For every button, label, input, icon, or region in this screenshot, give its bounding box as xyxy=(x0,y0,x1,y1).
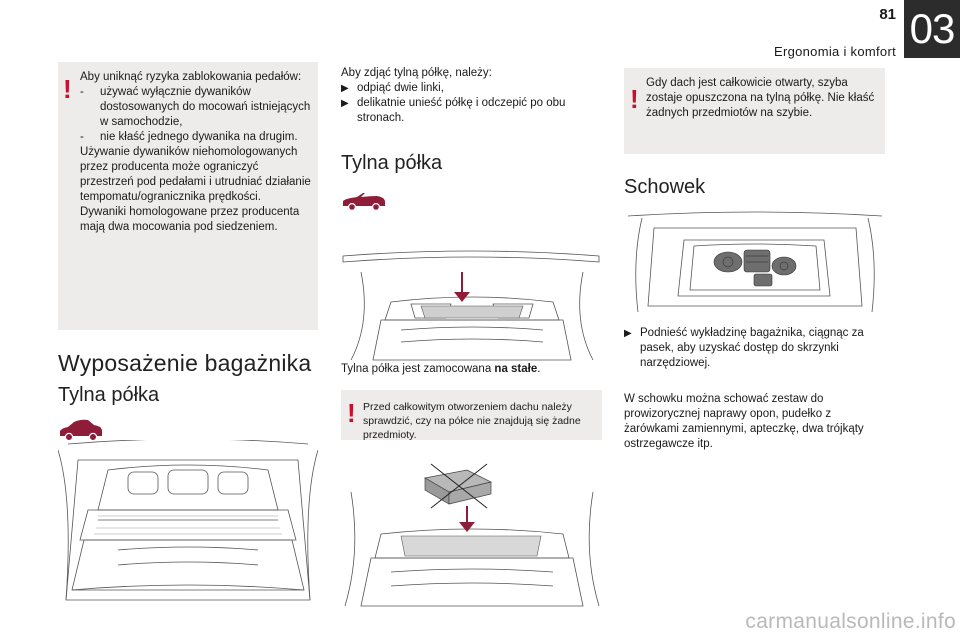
warning-intro: Aby uniknąć ryzyka zablokowania pedałów: xyxy=(80,71,302,83)
exclamation-icon: ! xyxy=(347,398,356,428)
storage-paragraph: W schowku można schować zestaw do prowiz… xyxy=(624,393,864,450)
warning-paragraph: Dywaniki homologowane przez producenta m… xyxy=(80,206,300,233)
section-heading: Schowek xyxy=(624,176,706,198)
section-heading: Wyposażenie bagażnika xyxy=(58,350,312,376)
removal-intro: Aby zdjąć tylną półkę, należy: xyxy=(341,67,492,79)
watermark: carmanualsonline.info xyxy=(745,610,956,633)
convertible-shelf-illustration xyxy=(341,242,603,362)
section-title: Ergonomia i komfort xyxy=(773,44,896,59)
roof-warning-text: Przed całkowitym otworzeniem dachu należ… xyxy=(363,401,581,441)
chapter-tab: 03 xyxy=(904,0,960,58)
section-heading: Tylna półka xyxy=(341,152,443,174)
warning-paragraph: Używanie dywaników niehomologowanych prz… xyxy=(80,146,311,203)
storage-compartment-illustration xyxy=(624,210,886,314)
list-item: ▶ odpiąć dwie linki, xyxy=(341,82,444,94)
section-subheading: Tylna półka xyxy=(58,384,160,406)
exclamation-icon: ! xyxy=(63,74,72,104)
pedal-warning-box: ! Aby uniknąć ryzyka zablokowania pedałó… xyxy=(58,62,318,330)
convertible-car-icon xyxy=(343,193,385,212)
shelf-object-warning-illustration xyxy=(341,462,603,608)
window-warning-text: Gdy dach jest całkowicie otwarty, szyba … xyxy=(646,77,875,119)
fixed-shelf-text: Tylna półka jest zamocowana na stałe. xyxy=(341,363,541,375)
exclamation-icon: ! xyxy=(630,84,639,114)
roof-warning-box: ! Przed całkowitym otworzeniem dachu nal… xyxy=(341,390,602,441)
page-number: 81 xyxy=(879,6,896,23)
list-item: ▶ delikatnie unieść półkę i odczepić po … xyxy=(341,97,566,124)
list-item: ▶ Podnieść wykładzinę bagażnika, ciągnąc… xyxy=(624,327,864,369)
list-item: - używać wyłącznie dywaników dostosowany… xyxy=(80,86,311,128)
hatchback-car-icon xyxy=(60,419,102,442)
trunk-parcel-shelf-illustration xyxy=(58,440,318,608)
window-warning-box: ! Gdy dach jest całkowicie otwarty, szyb… xyxy=(624,68,885,154)
list-item: - nie kłaść jednego dywanika na drugim. xyxy=(80,131,298,143)
